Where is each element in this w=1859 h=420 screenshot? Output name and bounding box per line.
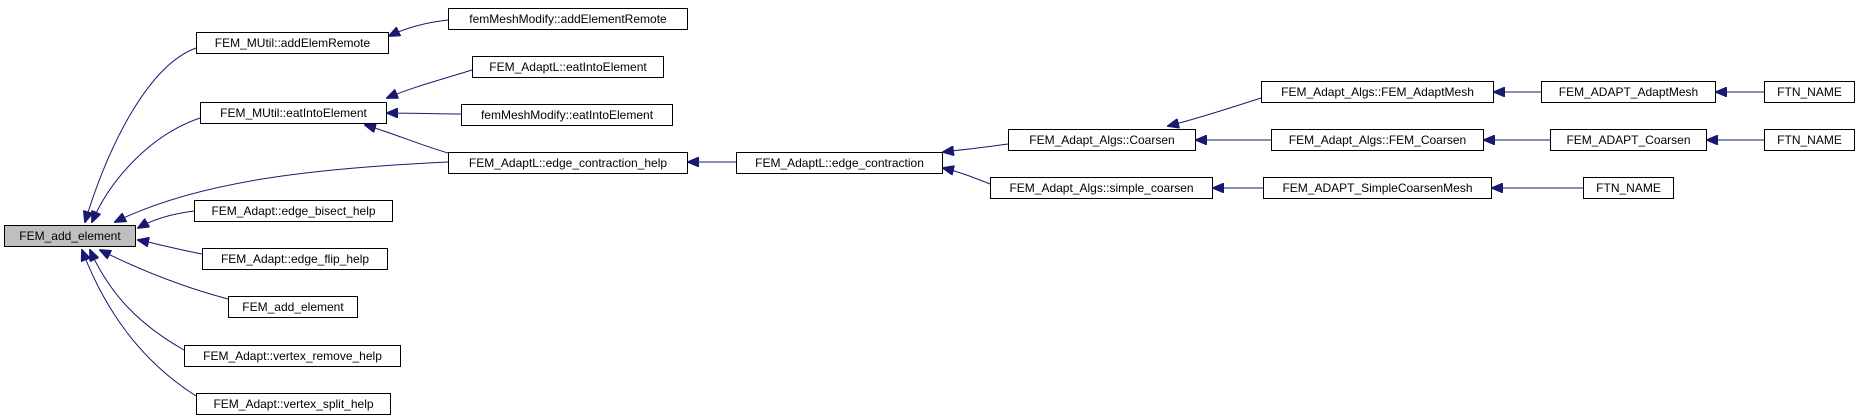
edge-femmeshmodify-addelementremote xyxy=(389,19,449,36)
edge-femmeshmodify-eatintoelement xyxy=(387,113,462,114)
node-fem-adapt-simplecoarsenmesh[interactable]: FEM_ADAPT_SimpleCoarsenMesh xyxy=(1263,177,1492,199)
node-fem-adapt-vertex-remove-help[interactable]: FEM_Adapt::vertex_remove_help xyxy=(184,345,401,367)
edge-mutil-addelemremote xyxy=(85,47,197,222)
edge-mutil-eatintoelement xyxy=(92,117,201,222)
node-fem-adapt-vertex-split-help[interactable]: FEM_Adapt::vertex_split_help xyxy=(196,393,391,415)
node-fem-adapt-adaptmesh[interactable]: FEM_ADAPT_AdaptMesh xyxy=(1541,81,1716,103)
node-fem-add-element[interactable]: FEM_add_element xyxy=(228,296,358,318)
node-fem-mutil-eatintoelement[interactable]: FEM_MUtil::eatIntoElement xyxy=(200,102,387,124)
node-fem-adapt-algs-coarsen[interactable]: FEM_Adapt_Algs::Coarsen xyxy=(1008,129,1196,151)
node-fem-adaptl-eatintoelement[interactable]: FEM_AdaptL::eatIntoElement xyxy=(472,56,664,78)
edge-fem-adaptmesh xyxy=(1168,97,1262,126)
node-fem-add-element-root: FEM_add_element xyxy=(4,225,136,247)
node-femmeshmodify-addelementremote[interactable]: femMeshModify::addElementRemote xyxy=(448,8,688,30)
node-fem-adapt-coarsen[interactable]: FEM_ADAPT_Coarsen xyxy=(1550,129,1707,151)
edge-vertex-remove-help xyxy=(90,250,185,351)
edge-algs-simple-coarsen xyxy=(943,168,991,185)
edge-edge-contraction-help-mutil xyxy=(365,125,449,154)
node-femmeshmodify-eatintoelement[interactable]: femMeshModify::eatIntoElement xyxy=(461,104,673,126)
edge-edge-contraction-help xyxy=(115,161,449,222)
edge-edge-flip-help xyxy=(138,240,203,255)
node-fem-adapt-algs-fem-adaptmesh[interactable]: FEM_Adapt_Algs::FEM_AdaptMesh xyxy=(1261,81,1494,103)
node-ftn-name-1[interactable]: FTN_NAME xyxy=(1764,81,1855,103)
edge-edge-bisect-help xyxy=(138,210,195,228)
node-fem-adaptl-edge-contraction[interactable]: FEM_AdaptL::edge_contraction xyxy=(736,152,943,174)
edge-fem-add-element xyxy=(100,250,229,300)
node-fem-adaptl-edge-contraction-help[interactable]: FEM_AdaptL::edge_contraction_help xyxy=(448,152,688,174)
node-fem-adapt-algs-fem-coarsen[interactable]: FEM_Adapt_Algs::FEM_Coarsen xyxy=(1271,129,1484,151)
node-fem-adapt-edge-bisect-help[interactable]: FEM_Adapt::edge_bisect_help xyxy=(194,200,393,222)
edge-vertex-split-help xyxy=(82,250,197,397)
node-fem-adapt-algs-simple-coarsen[interactable]: FEM_Adapt_Algs::simple_coarsen xyxy=(990,177,1213,199)
node-ftn-name-3[interactable]: FTN_NAME xyxy=(1583,177,1674,199)
node-fem-mutil-addelemremote[interactable]: FEM_MUtil::addElemRemote xyxy=(196,32,389,54)
node-fem-adapt-edge-flip-help[interactable]: FEM_Adapt::edge_flip_help xyxy=(202,248,388,270)
node-ftn-name-2[interactable]: FTN_NAME xyxy=(1764,129,1855,151)
edge-adaptl-eatintoelement xyxy=(387,69,473,98)
edge-algs-coarsen xyxy=(943,143,1009,152)
